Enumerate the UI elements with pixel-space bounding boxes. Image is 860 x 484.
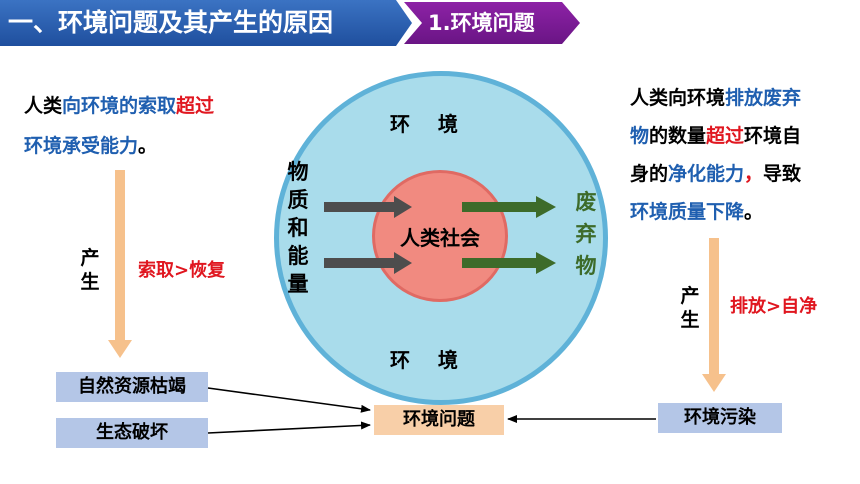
right-statement-line4: 环境质量下降。 xyxy=(630,192,763,232)
right-statement-seg: 超过 xyxy=(706,125,745,147)
right-statement-seg: 净化能力 xyxy=(668,163,745,185)
connector-depletion-to-problem xyxy=(207,387,371,413)
inputs-label-text: 物质和能量 xyxy=(287,160,309,296)
left-condition: 索取>恢复 xyxy=(138,260,226,281)
subsection-title: 1.环境问题 xyxy=(428,11,535,35)
right-condition: 排放>自净 xyxy=(730,296,818,317)
right-flow-arrow xyxy=(702,238,726,392)
left-produce-label: 产生 xyxy=(78,246,102,294)
left-flow-arrow xyxy=(108,170,132,358)
right-statement-seg: 排放废弃 xyxy=(725,87,802,109)
left-produce-text: 产生 xyxy=(80,247,100,293)
section-header-bar xyxy=(0,0,412,46)
right-statement-seg: 导致 xyxy=(763,163,802,185)
right-produce-text: 产生 xyxy=(680,285,700,331)
left-statement-seg: 人类 xyxy=(24,95,63,117)
right-statement-seg: 的数量 xyxy=(649,125,707,147)
section-title: 一、环境问题及其产生的原因 xyxy=(8,8,334,37)
inputs-label: 物质和能量 xyxy=(286,158,310,298)
environmental-problem-box: 环境问题 xyxy=(374,405,504,435)
right-produce-label: 产生 xyxy=(678,284,702,332)
right-statement-line1: 人类向环境排放废弃 xyxy=(630,78,801,118)
environment-label-bottom: 环 境 xyxy=(390,348,458,372)
left-statement-seg: 超过 xyxy=(176,95,215,117)
left-statement-line2: 环境承受能力。 xyxy=(24,126,157,166)
right-statement-seg: 身的 xyxy=(630,163,669,185)
environment-label-top: 环 境 xyxy=(390,112,458,136)
ecological-damage-box: 生态破坏 xyxy=(56,418,208,448)
left-statement-line1: 人类向环境的索取超过 xyxy=(24,86,214,126)
human-society-circle xyxy=(372,170,508,302)
right-statement-line3: 身的净化能力，导致 xyxy=(630,154,801,194)
output-arrow-lower xyxy=(462,252,556,274)
right-statement-seg: 环境自 xyxy=(744,125,802,147)
subsection-header-bar xyxy=(404,2,580,44)
right-statement-seg: 人类向环境 xyxy=(630,87,726,109)
right-statement-seg: 环境质量下降 xyxy=(630,201,745,223)
right-statement-seg: 。 xyxy=(744,201,764,223)
environment-circle xyxy=(274,71,608,405)
left-statement-seg: 向环境的索取 xyxy=(62,95,177,117)
left-statement-seg: 环境承受能力 xyxy=(24,135,139,157)
right-statement-seg: ， xyxy=(744,163,764,185)
connector-damage-to-problem xyxy=(207,421,371,434)
outputs-label-text: 废弃物 xyxy=(575,190,597,278)
human-society-label: 人类社会 xyxy=(400,226,480,250)
environmental-pollution-box: 环境污染 xyxy=(658,403,782,433)
input-arrow-upper xyxy=(324,196,412,218)
right-statement-line2: 物的数量超过环境自 xyxy=(630,116,801,156)
outputs-label: 废弃物 xyxy=(574,186,598,282)
resource-depletion-box: 自然资源枯竭 xyxy=(56,372,208,402)
output-arrow-upper xyxy=(462,196,556,218)
left-statement-seg: 。 xyxy=(138,135,158,157)
input-arrow-lower xyxy=(324,252,412,274)
right-statement-seg: 物 xyxy=(630,125,650,147)
